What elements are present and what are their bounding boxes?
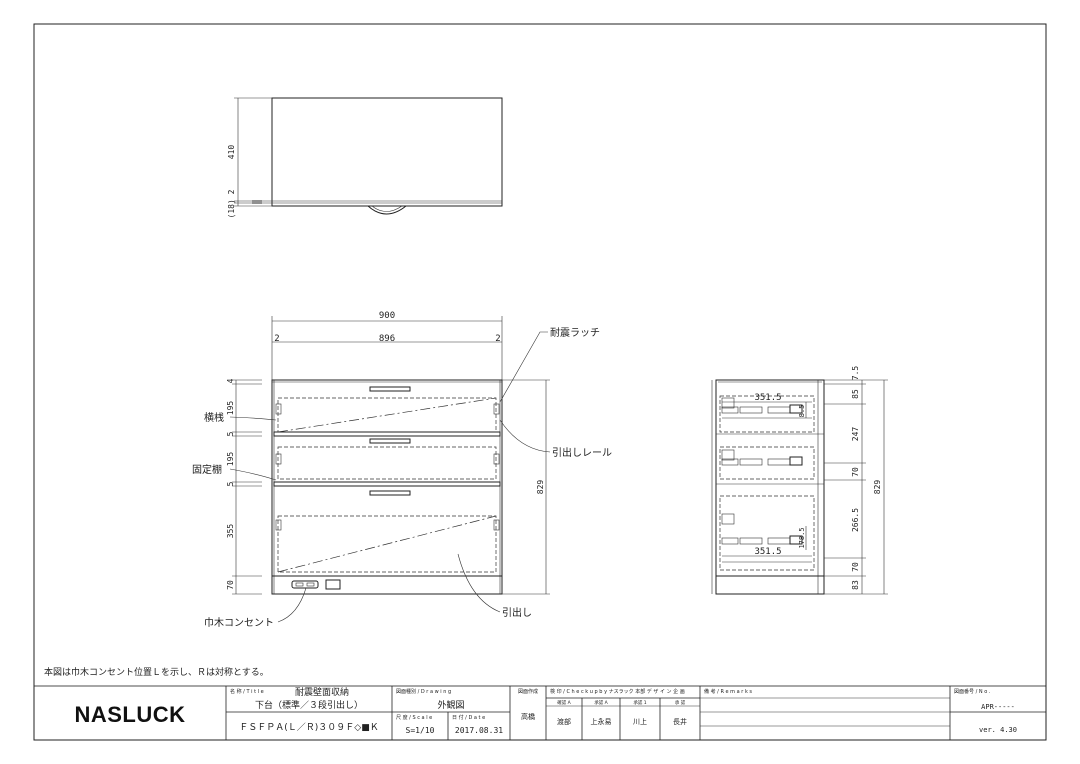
front-view: 900 896 2 2 bbox=[192, 311, 612, 629]
rail-middle bbox=[721, 449, 803, 466]
drawing-note: 本図は巾木コンセント位置Ｌを示し、Ｒは対称とする。 bbox=[44, 666, 269, 678]
top-dim-small: (18) 2 bbox=[227, 189, 236, 218]
rail-upper bbox=[721, 397, 812, 419]
front-dim-drawer3: 355 bbox=[226, 524, 235, 539]
side-dim-small-upper: 8.5 bbox=[798, 405, 806, 418]
designer: 高橋 bbox=[521, 712, 535, 721]
side-drawer-2 bbox=[719, 446, 815, 480]
side-dim-height: 829 bbox=[873, 480, 882, 495]
approver-4: 長井 bbox=[673, 717, 687, 726]
outlet-switch bbox=[325, 579, 341, 590]
sheet-border bbox=[33, 23, 1047, 741]
front-dim-right-gap: 2 bbox=[495, 334, 500, 344]
side-dim-s5: 70 bbox=[851, 562, 860, 572]
latch-right-1 bbox=[493, 403, 500, 415]
top-view-outline bbox=[271, 97, 503, 207]
front-dim-plinth: 70 bbox=[226, 580, 235, 590]
approver-3: 川上 bbox=[633, 717, 647, 726]
label-rail: 引出しレール bbox=[552, 446, 612, 459]
front-dim-gap1: 5 bbox=[226, 431, 235, 436]
latch-right-2 bbox=[493, 453, 500, 465]
label-drawer: 引出し bbox=[502, 606, 532, 619]
top-view-handle bbox=[367, 205, 407, 215]
title-header: 名 称 / T i t l e bbox=[230, 688, 264, 695]
number-header: 図面番号 / N o . bbox=[954, 688, 991, 695]
approval-col-4: 承 認 bbox=[675, 699, 686, 706]
label-outlet: 巾木コンセント bbox=[204, 616, 274, 629]
side-dim-rail-upper: 351.5 bbox=[754, 393, 781, 403]
front-dim-drawer1: 195 bbox=[226, 401, 235, 416]
cabinet-outline bbox=[271, 379, 503, 595]
approval-col-1: 確認 A bbox=[557, 699, 571, 706]
drawer-3-handle bbox=[369, 490, 411, 496]
top-dim-depth: 410 bbox=[227, 145, 236, 160]
remarks-header: 備 考 / R e m a r k s bbox=[704, 688, 752, 695]
side-dim-s4: 266.5 bbox=[851, 508, 860, 532]
title-line1: 耐震壁面収納 bbox=[295, 686, 349, 698]
label-latch: 耐震ラッチ bbox=[550, 326, 600, 339]
designer-header: 図面作成 bbox=[518, 688, 538, 695]
side-dim-s3: 70 bbox=[851, 467, 860, 477]
drawer-2-inner bbox=[277, 446, 497, 480]
side-dim-rail-lower: 351.5 bbox=[754, 547, 781, 557]
approver-1: 渡部 bbox=[557, 717, 571, 726]
latch-left-3 bbox=[275, 519, 282, 531]
check-header: 検 印 / C h e c k u p b y ナスラック 本部 デ ザ イ ン… bbox=[550, 688, 685, 695]
side-view: 351.5 351.5 8.5 178.5 7.5 85 247 70 266.… bbox=[711, 366, 888, 595]
top-view: 410 (18) 2 bbox=[227, 97, 503, 218]
front-dim-drawer2: 195 bbox=[226, 452, 235, 467]
side-dim-small-lower: 178.5 bbox=[798, 527, 806, 548]
approval-col-2: 承認 A bbox=[594, 699, 608, 706]
drawer-1-handle bbox=[369, 386, 411, 392]
side-view-outline bbox=[715, 379, 825, 595]
model-number: ＦＳＦＰＡ(Ｌ／Ｒ)３０９Ｆ◇■Ｋ bbox=[239, 722, 378, 733]
label-fixed-shelf: 固定棚 bbox=[192, 463, 222, 476]
scale: S=1/10 bbox=[406, 726, 435, 735]
approver-2: 上永易 bbox=[591, 717, 612, 726]
front-dim-left-gap: 2 bbox=[274, 334, 279, 344]
drawer-2-handle bbox=[369, 438, 411, 444]
outlet-icon bbox=[291, 580, 319, 589]
crossbar bbox=[273, 431, 501, 437]
side-dim-s2: 247 bbox=[851, 427, 860, 442]
side-dim-s6: 83 bbox=[851, 580, 860, 590]
rail-lower bbox=[721, 513, 812, 563]
version: ver. 4.30 bbox=[979, 726, 1017, 734]
label-crossbar: 横桟 bbox=[204, 411, 224, 424]
side-drawer-1 bbox=[719, 395, 815, 433]
side-dim-top: 7.5 bbox=[851, 366, 860, 381]
title-block: NASLUCK 名 称 / T i t l e 耐震壁面収納 下台（標準／３段引… bbox=[33, 685, 1047, 741]
drawer-3-inner bbox=[277, 515, 497, 573]
latch-right-3 bbox=[493, 519, 500, 531]
fixed-shelf bbox=[273, 481, 501, 487]
side-dim-s1: 85 bbox=[851, 389, 860, 399]
front-dim-height: 829 bbox=[536, 480, 545, 495]
scale-header: 尺 度 / S c a l e bbox=[396, 714, 432, 721]
drawing-number: APR----- bbox=[981, 703, 1015, 711]
front-dim-inner-width: 896 bbox=[379, 334, 395, 344]
date-header: 日 付 / D a t e bbox=[452, 714, 485, 721]
latch-left-1 bbox=[275, 403, 282, 415]
latch-left-2 bbox=[275, 453, 282, 465]
nasluck-logo: NASLUCK bbox=[74, 702, 185, 727]
drawing-type-header: 図面種別 / D r a w i n g bbox=[396, 688, 451, 695]
front-dim-gap2: 5 bbox=[226, 481, 235, 486]
front-dim-overall-width: 900 bbox=[379, 311, 395, 321]
title-line2: 下台（標準／３段引出し） bbox=[255, 699, 363, 711]
date: 2017.08.31 bbox=[455, 726, 503, 735]
drawing-type: 外観図 bbox=[437, 699, 464, 711]
front-dim-top: 4 bbox=[226, 378, 235, 383]
approval-col-3: 承認 1 bbox=[633, 699, 646, 706]
